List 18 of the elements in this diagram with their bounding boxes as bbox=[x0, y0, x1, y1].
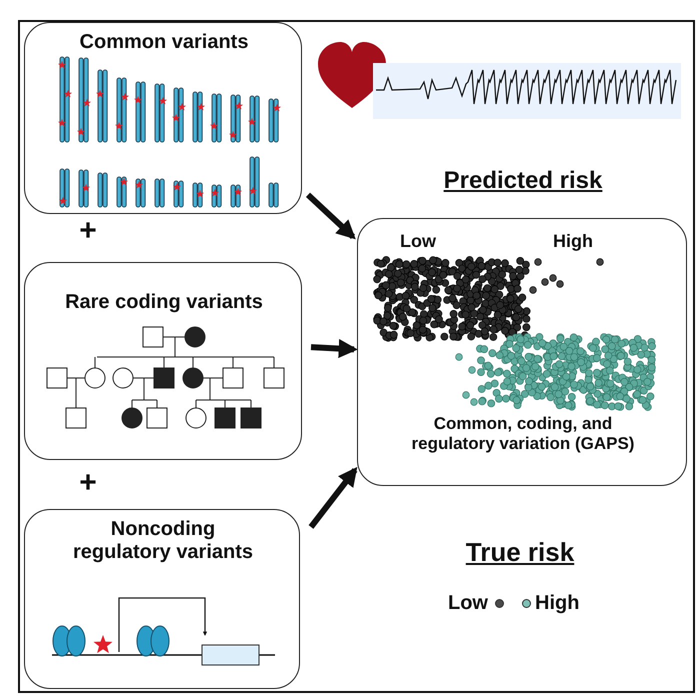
rounded-box bbox=[24, 22, 302, 214]
rounded-box bbox=[24, 262, 302, 460]
axis-label: High bbox=[552, 231, 594, 252]
node-title: Rare coding variants bbox=[64, 291, 264, 314]
node-title: Common variants bbox=[78, 31, 250, 54]
arrow bbox=[310, 338, 358, 358]
rounded-box bbox=[24, 509, 300, 689]
section-heading: Predicted risk bbox=[442, 167, 604, 195]
node-title: Noncoding regulatory variants bbox=[72, 518, 254, 564]
node-caption: Common, coding, and regulatory variation (GAPS) bbox=[410, 414, 636, 454]
plus-sign: + bbox=[78, 214, 98, 248]
legend-label: High bbox=[535, 592, 580, 615]
arrow bbox=[306, 192, 356, 240]
section-heading: True risk bbox=[464, 538, 576, 568]
plus-sign: + bbox=[78, 466, 98, 500]
axis-label: Low bbox=[399, 231, 437, 252]
legend-label: Low bbox=[447, 592, 488, 615]
arrow bbox=[308, 466, 358, 529]
